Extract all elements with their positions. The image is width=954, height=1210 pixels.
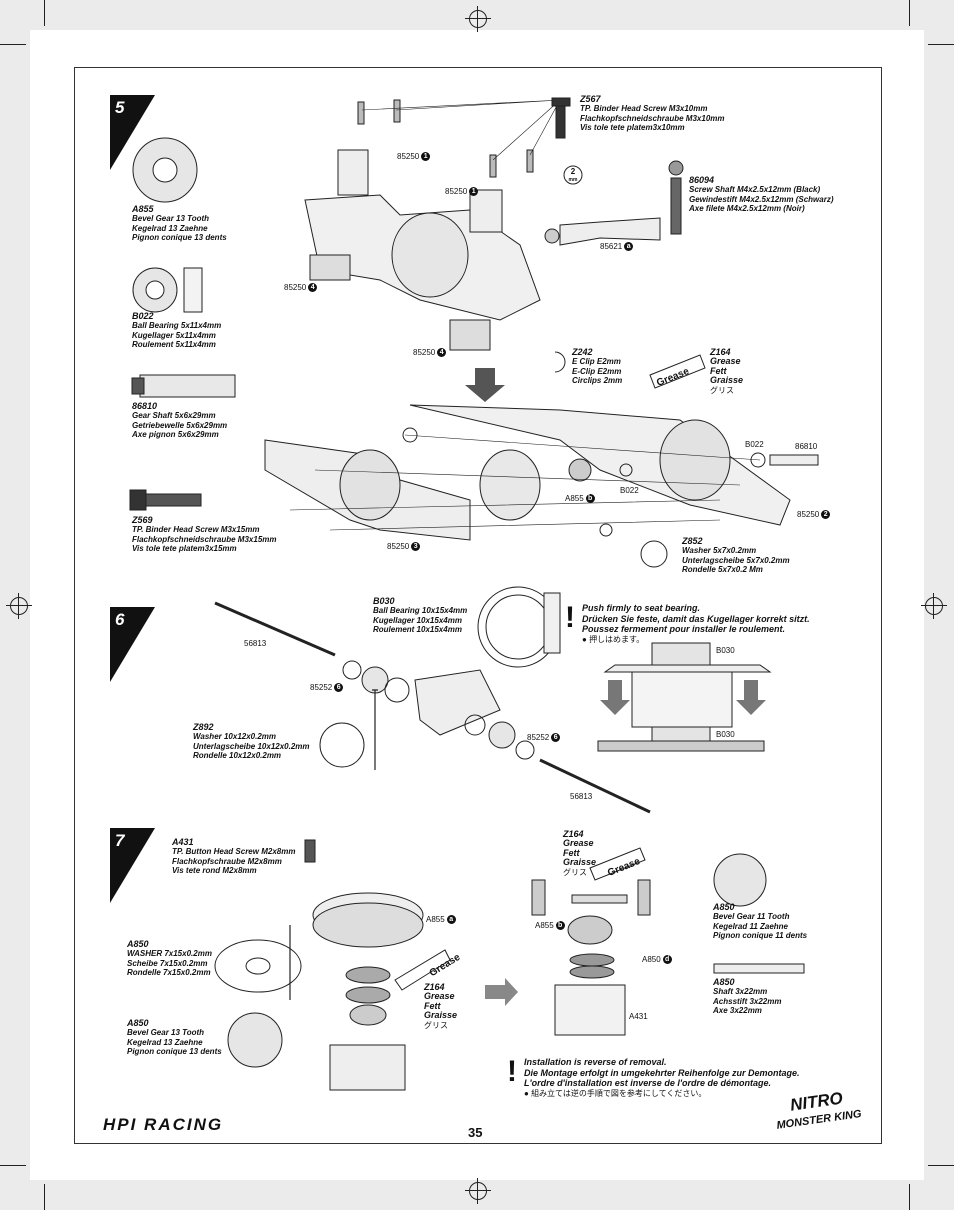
registration-mark-icon — [465, 6, 491, 32]
registration-mark-icon — [465, 1178, 491, 1204]
step-6-badge: 6 — [110, 607, 155, 682]
crop-mark — [44, 0, 45, 26]
crop-mark — [928, 1165, 954, 1166]
callout-b022: B022 — [620, 486, 639, 495]
callout-b022-right: B022 — [745, 440, 764, 449]
crop-mark — [928, 44, 954, 45]
warning-exclamation-icon: ! — [565, 601, 575, 634]
installation-note: Installation is reverse of removal. Die … — [524, 1057, 800, 1098]
hpi-racing-logo: HPI RACING — [103, 1115, 224, 1134]
step-5-badge: 5 — [110, 95, 155, 170]
step-7-badge: 7 — [110, 828, 155, 903]
callout-56813-right: 56813 — [570, 792, 593, 801]
callout-86810: 86810 — [795, 442, 818, 451]
registration-mark-icon — [6, 593, 32, 619]
crop-mark — [44, 1184, 45, 1210]
registration-mark-icon — [921, 593, 947, 619]
callout-b030-bottom: B030 — [716, 730, 735, 739]
warning-exclamation-icon: ! — [507, 1055, 517, 1088]
crop-mark — [909, 0, 910, 26]
press-bearing-note: Push firmly to seat bearing. Drücken Sie… — [582, 603, 810, 644]
callout-b030-top: B030 — [716, 646, 735, 655]
crop-mark — [909, 1184, 910, 1210]
crop-mark — [0, 1165, 26, 1166]
page-number: 35 — [468, 1125, 483, 1140]
crop-mark — [0, 44, 26, 45]
callout-a431: A431 — [629, 1012, 648, 1021]
callout-56813-left: 56813 — [244, 639, 267, 648]
